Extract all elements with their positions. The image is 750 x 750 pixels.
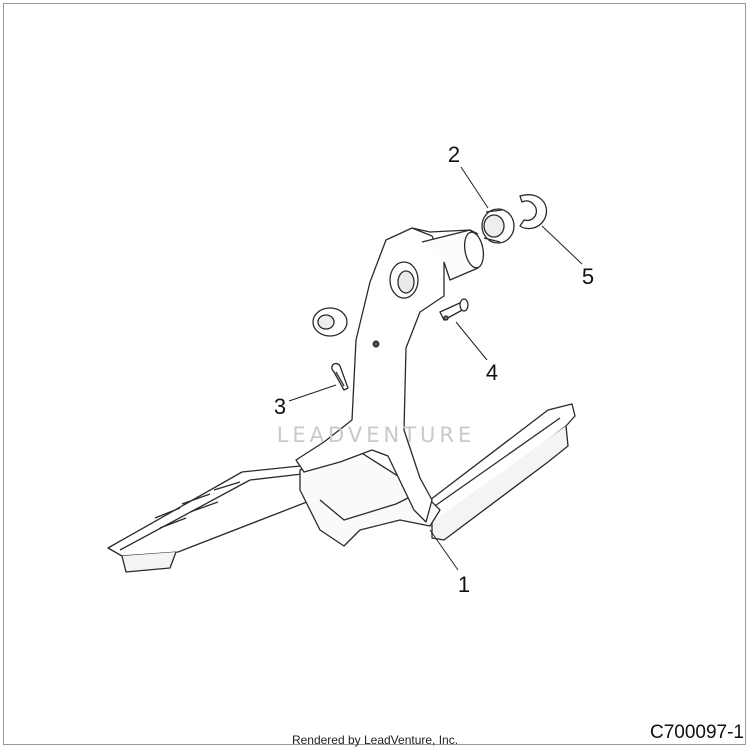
diagram-code: C700097-1 bbox=[649, 722, 744, 743]
watermark-text: LEADVENTURE bbox=[277, 423, 476, 447]
part-4-clevis-pin bbox=[439, 298, 469, 321]
leader-line-1 bbox=[429, 529, 459, 571]
leader-line-3 bbox=[288, 384, 337, 402]
callout-5: 5 bbox=[582, 264, 594, 289]
render-credit: Rendered by LeadVenture, Inc. bbox=[291, 733, 459, 747]
washer bbox=[312, 307, 348, 337]
leader-line-4 bbox=[455, 321, 488, 361]
leader-line-5 bbox=[541, 225, 583, 265]
callout-4: 4 bbox=[486, 360, 498, 385]
right-foot-peg bbox=[429, 403, 576, 541]
part-3-cotter-pin bbox=[331, 362, 349, 391]
left-foot-peg bbox=[107, 465, 321, 573]
leader-line-2 bbox=[460, 166, 489, 209]
callout-1: 1 bbox=[458, 572, 470, 597]
diagram-frame bbox=[3, 3, 746, 745]
part-5-e-clip bbox=[519, 194, 548, 230]
callout-2: 2 bbox=[448, 142, 460, 167]
part-2-bushing bbox=[481, 208, 515, 244]
brake-pedal-arm bbox=[295, 227, 485, 523]
callout-3: 3 bbox=[274, 394, 286, 419]
